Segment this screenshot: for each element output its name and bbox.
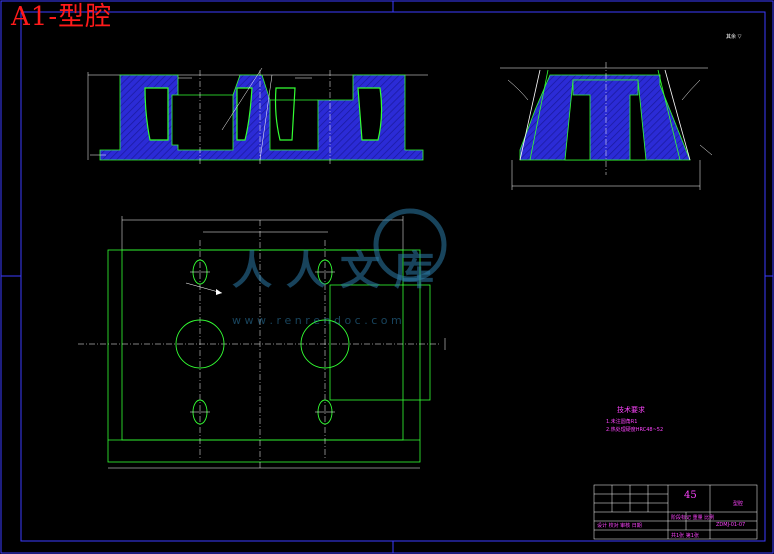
watermark-url: w w w . r e n r e n d o c . c o m [232, 314, 402, 327]
part-name: 型腔 [733, 501, 744, 507]
title-block [593, 484, 758, 540]
sheet-count: 共1张 第1张 [671, 533, 699, 539]
plan-view [78, 216, 446, 470]
signature-row: 设计 校对 审核 日期 [597, 523, 642, 529]
roughness-note: 其余 ▽ [726, 34, 742, 40]
watermark-brand: 人人文库 [232, 248, 448, 294]
side-section-view [500, 62, 713, 190]
technical-requirement-item: 2.热处理硬度HRC48~52 [606, 427, 664, 433]
watermark [373, 208, 447, 282]
material-label: 45 [684, 490, 697, 501]
technical-requirement-item: 1.未注圆角R1 [606, 419, 638, 425]
front-section-view [87, 67, 428, 165]
stage-row: 阶段标记 重量 比例 [671, 515, 715, 521]
drawing-number: ZDMJ-01-07 [716, 522, 746, 528]
page-title: A1-型腔 [11, 2, 113, 32]
technical-requirements-heading: 技术要求 [617, 406, 645, 414]
